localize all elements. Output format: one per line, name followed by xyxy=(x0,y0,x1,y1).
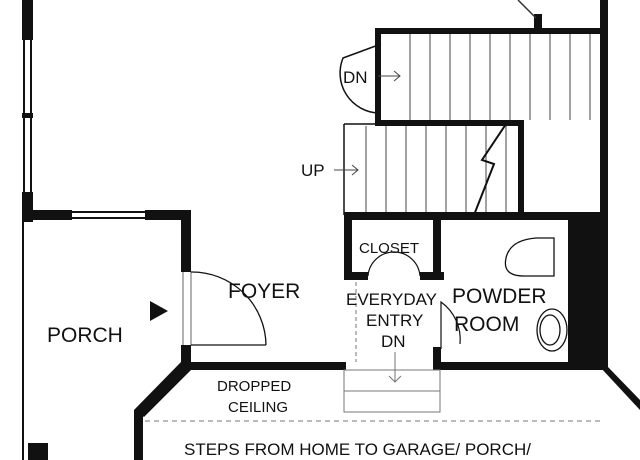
toilet-icon xyxy=(536,308,568,352)
entry-passage xyxy=(343,282,441,413)
dn-label: DN xyxy=(343,68,368,87)
powder-door-swing xyxy=(440,300,461,349)
entry-arrow-icon xyxy=(150,301,168,321)
stair-treads-upper xyxy=(409,34,591,120)
everyday-label-line2: ENTRY xyxy=(366,311,423,330)
closet-label: CLOSET xyxy=(359,240,419,257)
closet-walls xyxy=(344,212,608,367)
stair-door-swing xyxy=(339,43,382,114)
up-label: UP xyxy=(301,161,325,180)
closet-door-swings xyxy=(367,251,421,277)
stair-break-line xyxy=(473,123,507,216)
sink-icon xyxy=(504,237,555,277)
foyer-door xyxy=(182,271,267,346)
dropped-ceiling-line1: DROPPED xyxy=(217,378,291,395)
left-exterior-wall xyxy=(22,0,191,367)
powder-label-line2: ROOM xyxy=(454,313,519,336)
up-arrow xyxy=(334,164,359,176)
stair-enclosure xyxy=(343,0,608,220)
everyday-label-line3: DN xyxy=(381,332,406,351)
powder-label-line1: POWDER xyxy=(452,285,547,308)
garage-walls xyxy=(28,362,640,460)
foyer-label: FOYER xyxy=(228,280,300,303)
garage-note: STEPS FROM HOME TO GARAGE/ PORCH/ xyxy=(184,440,531,459)
dropped-ceiling-line2: CEILING xyxy=(228,399,288,416)
dn-arrow xyxy=(378,70,401,82)
everyday-label-line1: EVERYDAY xyxy=(346,290,437,309)
porch-label: PORCH xyxy=(47,324,123,347)
stair-treads-lower xyxy=(365,126,507,212)
